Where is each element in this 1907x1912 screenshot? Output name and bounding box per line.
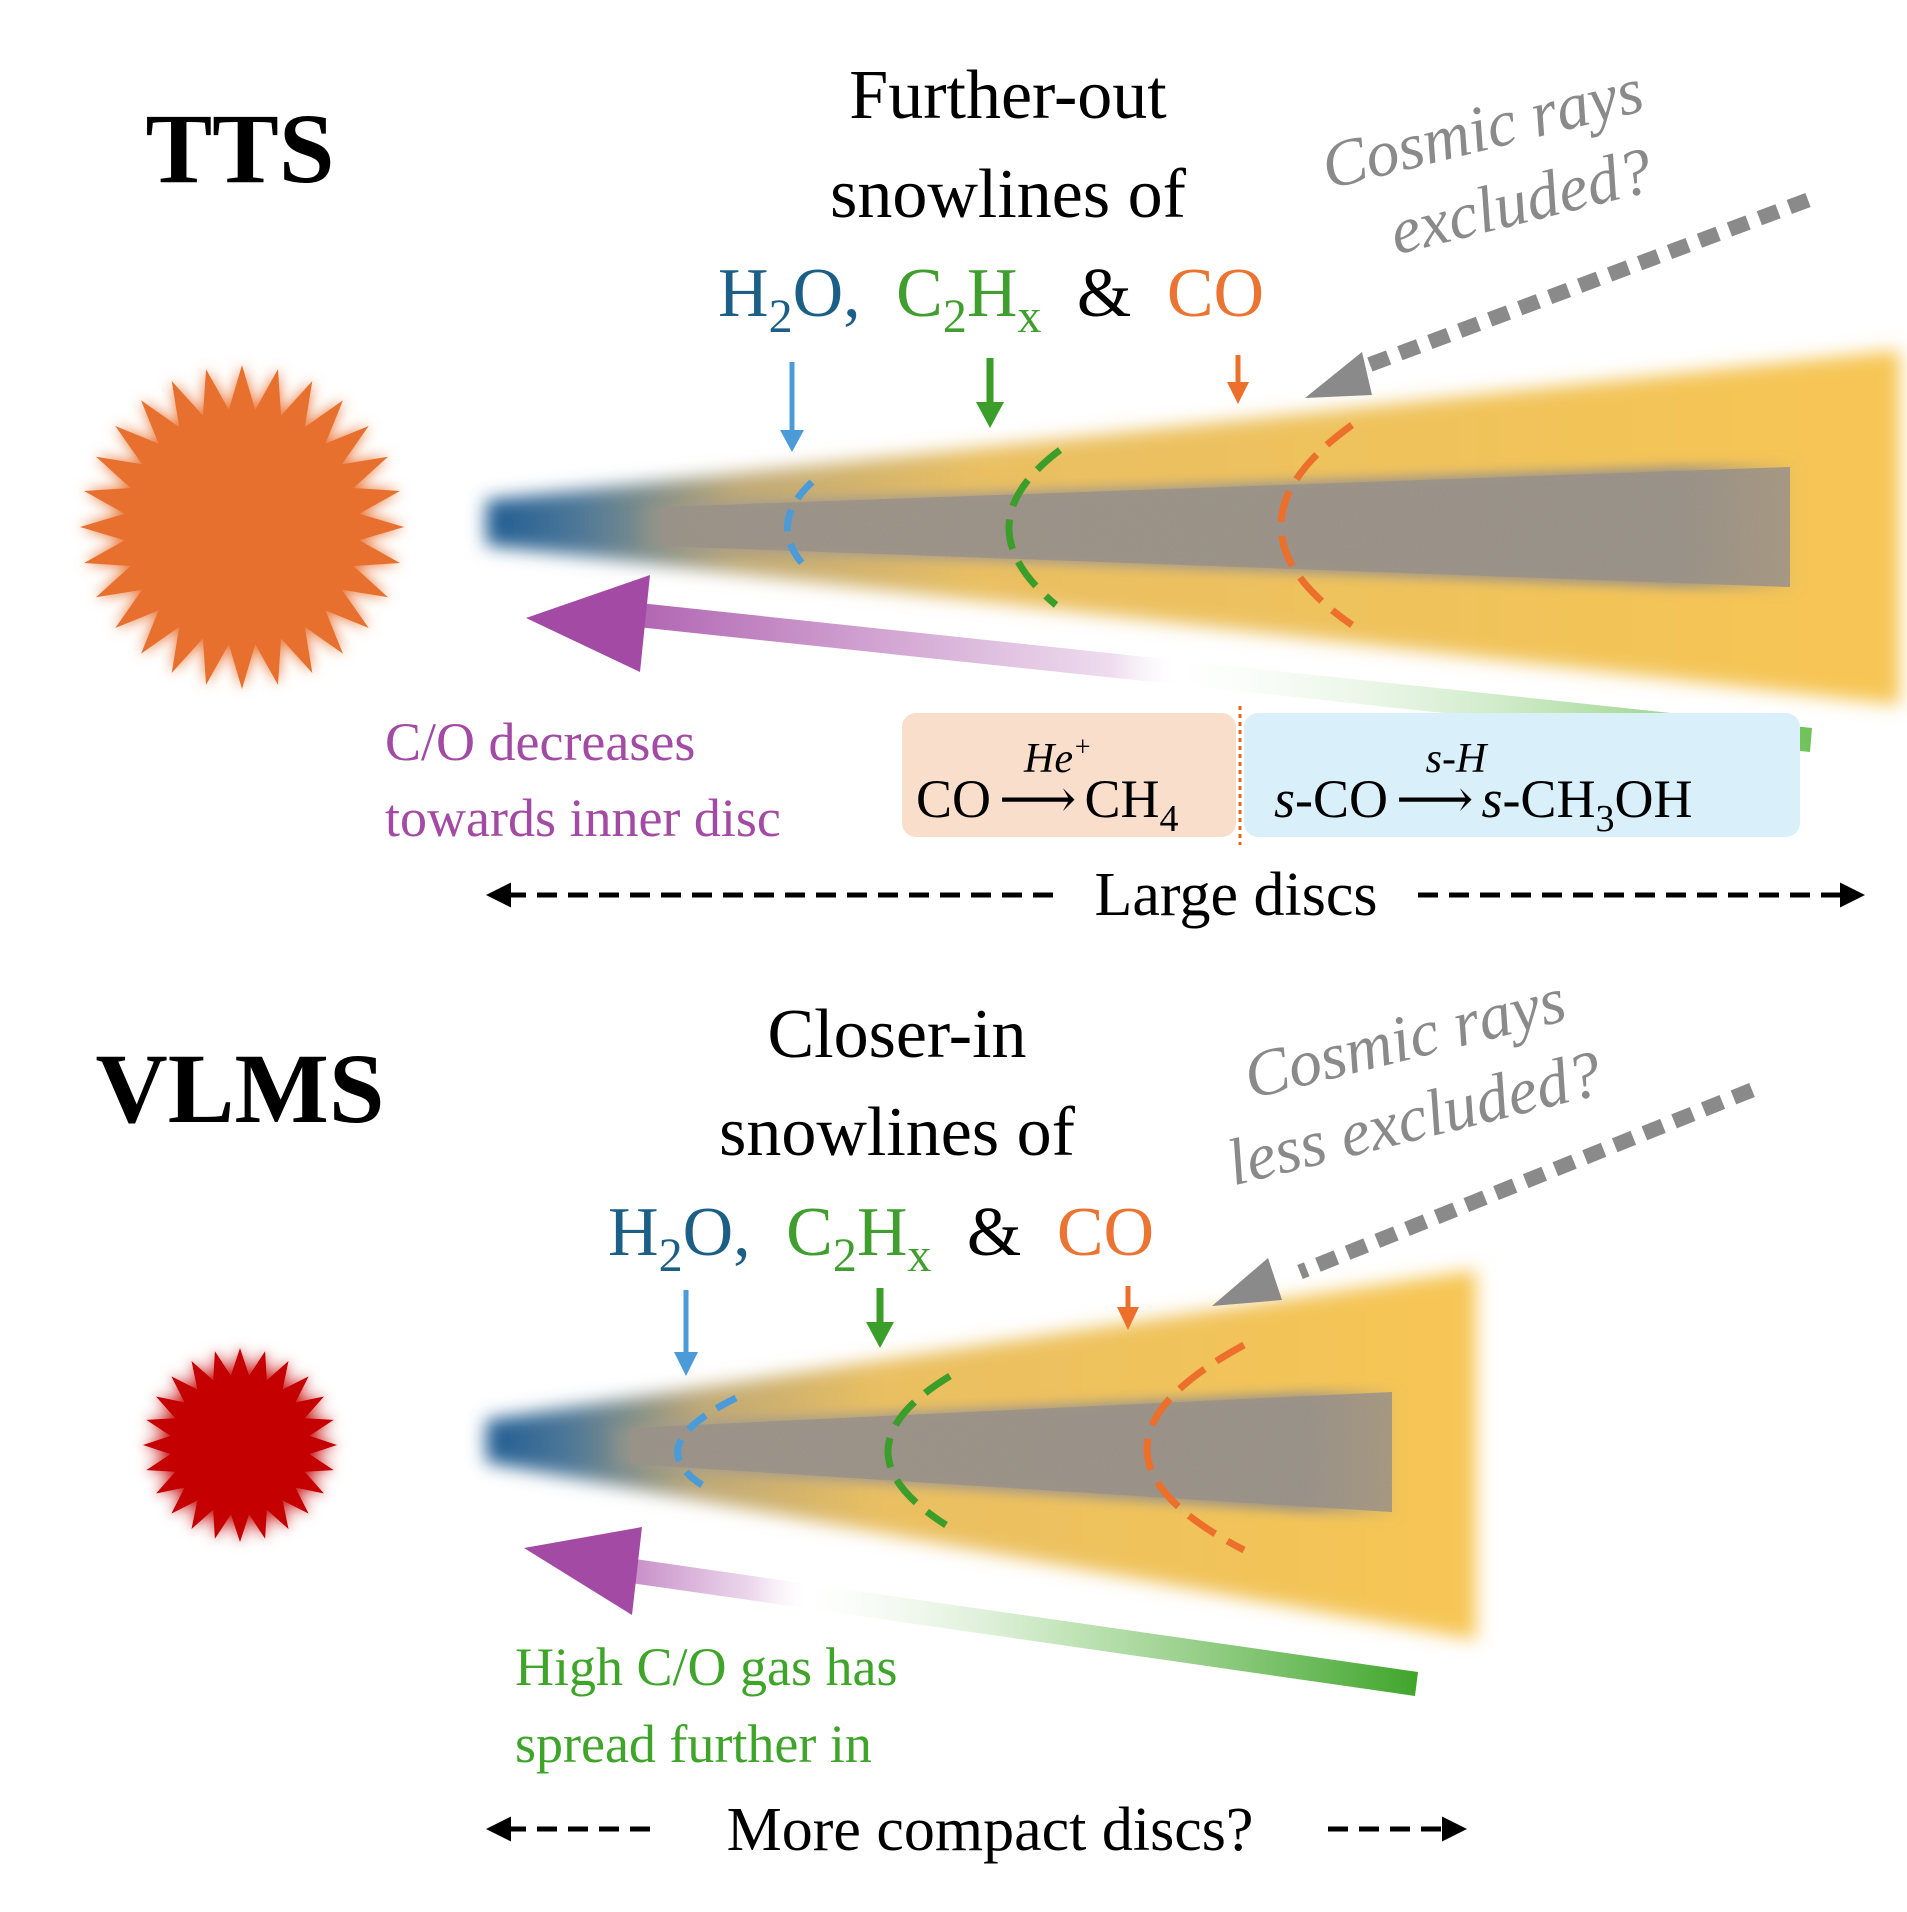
tts-disc-midplane-grain (660, 467, 1790, 587)
tts-co-snowline (1277, 422, 1355, 628)
vlms-mol-c2hx: C2Hx (786, 1194, 931, 1282)
vlms-mol-co: CO (1057, 1194, 1154, 1271)
tts-heading-line1: Further-out (849, 57, 1167, 134)
vlms-disc-midplane-grain (630, 1392, 1392, 1512)
vlms-size-axis: More compact discs? (486, 1796, 1467, 1864)
vlms-co-flow-arrow (524, 1527, 1418, 1696)
reaction-box-ice (1244, 713, 1800, 837)
tts-co-ratio-line1: C/O decreases (385, 712, 695, 772)
panel-vlms: VLMS Closer-in (96, 963, 1755, 1864)
reaction-box-gas (902, 713, 1236, 837)
reaction1-equation: CO⟶CH4 (916, 769, 1178, 840)
tts-size-label: Large discs (1095, 861, 1378, 929)
panel-tts: TTS Further-o (80, 54, 1900, 929)
vlms-heading-line2: snowlines of (719, 1094, 1076, 1171)
tts-cosmic-ray-arrow-icon (1305, 192, 1811, 398)
tts-h2o-arrow-icon (780, 362, 804, 452)
tts-molecules: H2O, C2Hx & CO (718, 255, 1264, 348)
vlms-mol-h2o: H2O, (608, 1194, 751, 1282)
vlms-heading-line1: Closer-in (767, 996, 1026, 1073)
vlms-c2hx-snowline (884, 1373, 952, 1528)
tts-label: TTS (145, 93, 334, 204)
tts-reaction-boxes: He+ CO⟶CH4 s-H s-CO⟶s-CH3OH (902, 706, 1800, 845)
vlms-size-label: More compact discs? (727, 1796, 1254, 1864)
vlms-c2hx-arrow-icon (866, 1288, 894, 1348)
tts-mol-amp: & (1077, 255, 1131, 332)
vlms-molecules: H2O, C2Hx & CO (608, 1194, 1154, 1287)
tts-c2hx-arrow-icon (976, 358, 1004, 428)
vlms-co-ratio-line2: spread further in (515, 1714, 872, 1774)
vlms-cosmic-ray-arrow-icon (1212, 1083, 1755, 1306)
tts-disc (486, 350, 1900, 705)
tts-mol-co: CO (1167, 255, 1264, 332)
vlms-co-ratio-line1: High C/O gas has (515, 1637, 897, 1697)
tts-mol-h2o: H2O, (718, 255, 861, 343)
vlms-co-arrow-icon (1117, 1286, 1139, 1330)
reaction2-equation: s-CO⟶s-CH3OH (1274, 769, 1692, 840)
tts-mol-c2hx: C2Hx (896, 255, 1041, 343)
tts-co-ratio-line2: towards inner disc (385, 788, 781, 848)
tts-c2hx-snowline (1005, 447, 1063, 608)
tts-star-icon (80, 365, 404, 689)
vlms-star-icon (143, 1348, 337, 1542)
vlms-disc (486, 1270, 1476, 1640)
tts-size-axis: Large discs (486, 861, 1865, 929)
vlms-mol-amp: & (967, 1194, 1021, 1271)
tts-h2o-snowline (784, 479, 815, 575)
vlms-cosmic-text: Cosmic rays less excluded? (1220, 963, 1609, 1200)
reaction2-catalyst: s-H (1426, 736, 1489, 782)
tts-co-arrow-icon (1227, 355, 1249, 404)
tts-heading-line2: snowlines of (830, 156, 1187, 233)
vlms-h2o-snowline (674, 1394, 738, 1488)
vlms-h2o-arrow-icon (674, 1290, 698, 1376)
vlms-co-snowline (1143, 1341, 1246, 1554)
vlms-label: VLMS (96, 1033, 385, 1144)
tts-cosmic-text: Cosmic rays excluded? (1314, 54, 1659, 270)
reaction1-catalyst: He+ (1023, 732, 1092, 782)
